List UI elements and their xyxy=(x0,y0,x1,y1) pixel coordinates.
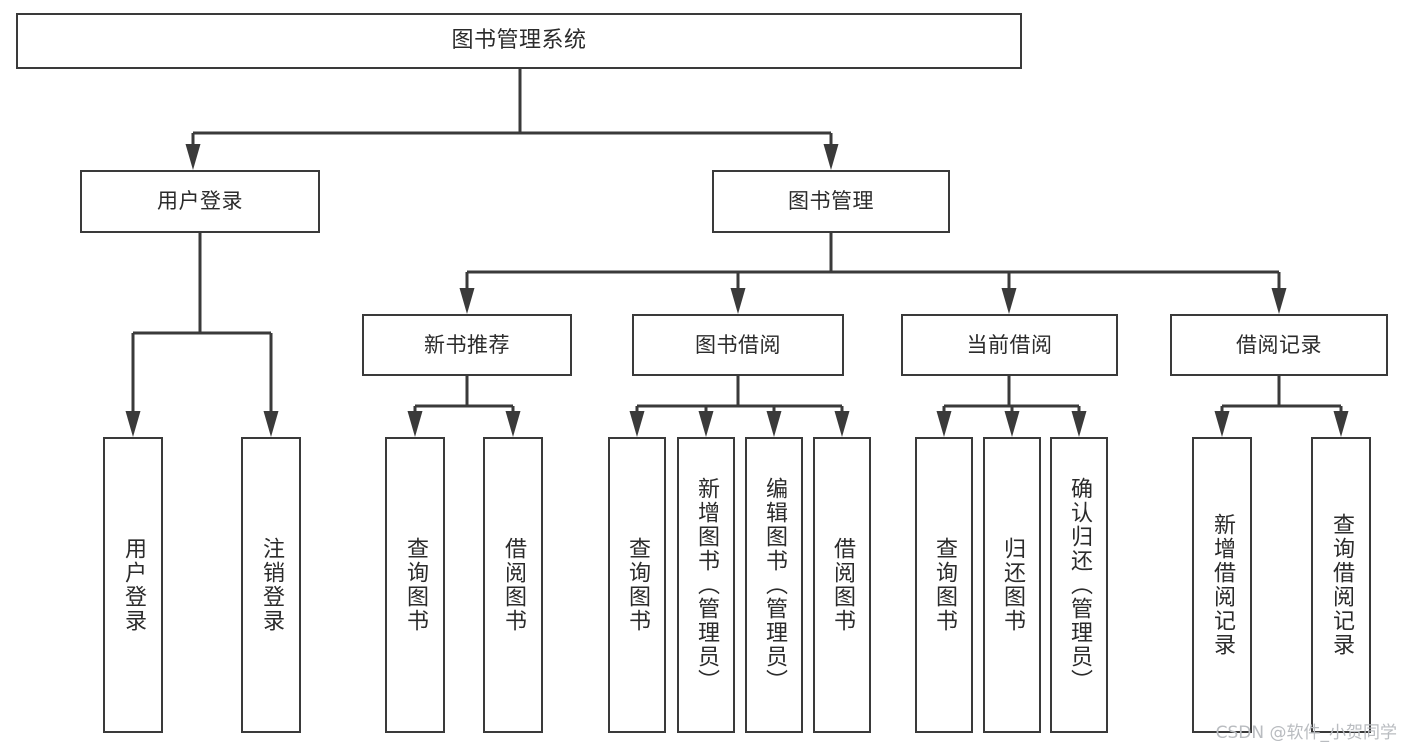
arrow-head-icon xyxy=(698,411,714,437)
node-leaf-add-book[interactable]: 新增图书（管理员） xyxy=(677,437,735,733)
node-label: 注销登录 xyxy=(259,537,284,633)
node-leaf-borrow-book-2[interactable]: 借阅图书 xyxy=(813,437,871,733)
node-label: 查询图书 xyxy=(403,537,428,633)
node-label: 借阅记录 xyxy=(1236,332,1322,357)
arrow-head-icon xyxy=(629,411,645,437)
node-label: 用户登录 xyxy=(121,537,146,633)
node-leaf-query-book-1[interactable]: 查询图书 xyxy=(385,437,445,733)
node-new-book-rec[interactable]: 新书推荐 xyxy=(362,314,572,376)
node-label: 查询借阅记录 xyxy=(1329,513,1354,657)
node-label: 新增图书（管理员） xyxy=(694,477,719,693)
node-borrow-record[interactable]: 借阅记录 xyxy=(1170,314,1388,376)
arrow-head-icon xyxy=(505,411,521,437)
arrow-head-icon xyxy=(834,411,850,437)
node-leaf-borrow-book-1[interactable]: 借阅图书 xyxy=(483,437,543,733)
node-label: 借阅图书 xyxy=(830,537,855,633)
node-root[interactable]: 图书管理系统 xyxy=(16,13,1022,69)
node-label: 图书管理系统 xyxy=(451,28,587,54)
node-leaf-edit-book[interactable]: 编辑图书（管理员） xyxy=(745,437,803,733)
node-leaf-query-book-3[interactable]: 查询图书 xyxy=(915,437,973,733)
arrow-head-icon xyxy=(185,144,201,170)
arrow-head-icon xyxy=(263,411,279,437)
arrow-head-icon xyxy=(1333,411,1349,437)
arrow-head-icon xyxy=(730,288,746,314)
node-book-manage[interactable]: 图书管理 xyxy=(712,170,950,233)
arrow-head-icon xyxy=(1004,411,1020,437)
node-label: 归还图书 xyxy=(1000,537,1025,633)
arrow-head-icon xyxy=(823,144,839,170)
arrow-head-icon xyxy=(766,411,782,437)
node-leaf-confirm-return[interactable]: 确认归还（管理员） xyxy=(1050,437,1108,733)
node-book-borrow[interactable]: 图书借阅 xyxy=(632,314,844,376)
csdn-watermark: CSDN @软件_小贺同学 xyxy=(1215,723,1397,743)
node-leaf-query-record[interactable]: 查询借阅记录 xyxy=(1311,437,1371,733)
arrow-head-icon xyxy=(1214,411,1230,437)
node-leaf-query-book-2[interactable]: 查询图书 xyxy=(608,437,666,733)
arrow-head-icon xyxy=(407,411,423,437)
node-label: 借阅图书 xyxy=(501,537,526,633)
node-label: 图书借阅 xyxy=(695,332,781,357)
node-user-login[interactable]: 用户登录 xyxy=(80,170,320,233)
node-leaf-logout[interactable]: 注销登录 xyxy=(241,437,301,733)
node-label: 用户登录 xyxy=(157,189,243,214)
node-label: 查询图书 xyxy=(932,537,957,633)
node-label: 新书推荐 xyxy=(424,332,510,357)
node-leaf-add-record[interactable]: 新增借阅记录 xyxy=(1192,437,1252,733)
arrow-head-icon xyxy=(1071,411,1087,437)
node-label: 确认归还（管理员） xyxy=(1067,477,1092,693)
arrow-head-icon xyxy=(459,288,475,314)
node-current-borrow[interactable]: 当前借阅 xyxy=(901,314,1118,376)
arrow-head-icon xyxy=(1001,288,1017,314)
node-label: 编辑图书（管理员） xyxy=(762,477,787,693)
arrow-head-icon xyxy=(936,411,952,437)
node-label: 图书管理 xyxy=(788,189,874,214)
node-label: 查询图书 xyxy=(625,537,650,633)
node-leaf-user-login[interactable]: 用户登录 xyxy=(103,437,163,733)
node-label: 当前借阅 xyxy=(966,332,1053,357)
node-label: 新增借阅记录 xyxy=(1210,513,1235,657)
arrow-head-icon xyxy=(125,411,141,437)
arrow-head-icon xyxy=(1271,288,1287,314)
node-leaf-return-book[interactable]: 归还图书 xyxy=(983,437,1041,733)
